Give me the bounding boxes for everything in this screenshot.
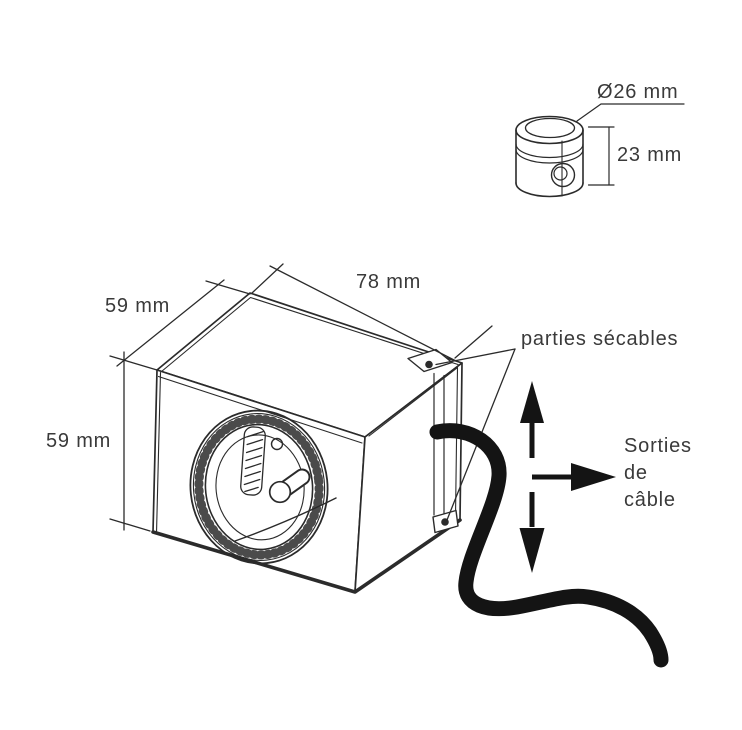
breakable-tab-top-dot: [425, 360, 433, 369]
cable-outlets-line-2: de: [624, 462, 648, 484]
breakable-tab-top: [407, 348, 453, 373]
cable: [429, 423, 669, 668]
clamp-height-dimension: [587, 126, 615, 186]
cable-exit-arrows: [519, 381, 616, 573]
box-depth-label: 59 mm: [105, 295, 171, 317]
clamp-diameter-label: Ø26 mm: [597, 81, 679, 103]
socket-recess-line: [234, 497, 337, 542]
side-breakable-channel: [433, 372, 445, 518]
depth-dimension-line: [109, 279, 251, 371]
cable-outlets-label: Sorties de câble: [624, 433, 692, 514]
width-dimension-line: [251, 263, 493, 362]
box-bottom-edge: [151, 518, 462, 594]
cable-outlets-line-1: Sorties: [624, 435, 692, 457]
box-width-label: 78 mm: [356, 271, 422, 293]
shutter-slot: [240, 426, 266, 496]
right-arrow: [532, 463, 616, 491]
down-arrow: [519, 492, 545, 573]
cable-outlets-line-3: câble: [624, 489, 676, 511]
clamp-height-label: 23 mm: [617, 144, 683, 166]
breakable-parts-label: parties sécables: [521, 328, 679, 350]
socket-front: [189, 409, 337, 565]
box-height-label: 59 mm: [46, 430, 112, 452]
cable-clamp-drawing: [515, 103, 685, 198]
earth-pin: [268, 468, 311, 504]
height-dimension-line: [109, 351, 151, 532]
socket-small-hole: [270, 437, 284, 451]
socket-ring-hatching: [194, 414, 324, 560]
clamp-diameter-leader: [576, 103, 685, 122]
up-arrow: [520, 381, 544, 458]
